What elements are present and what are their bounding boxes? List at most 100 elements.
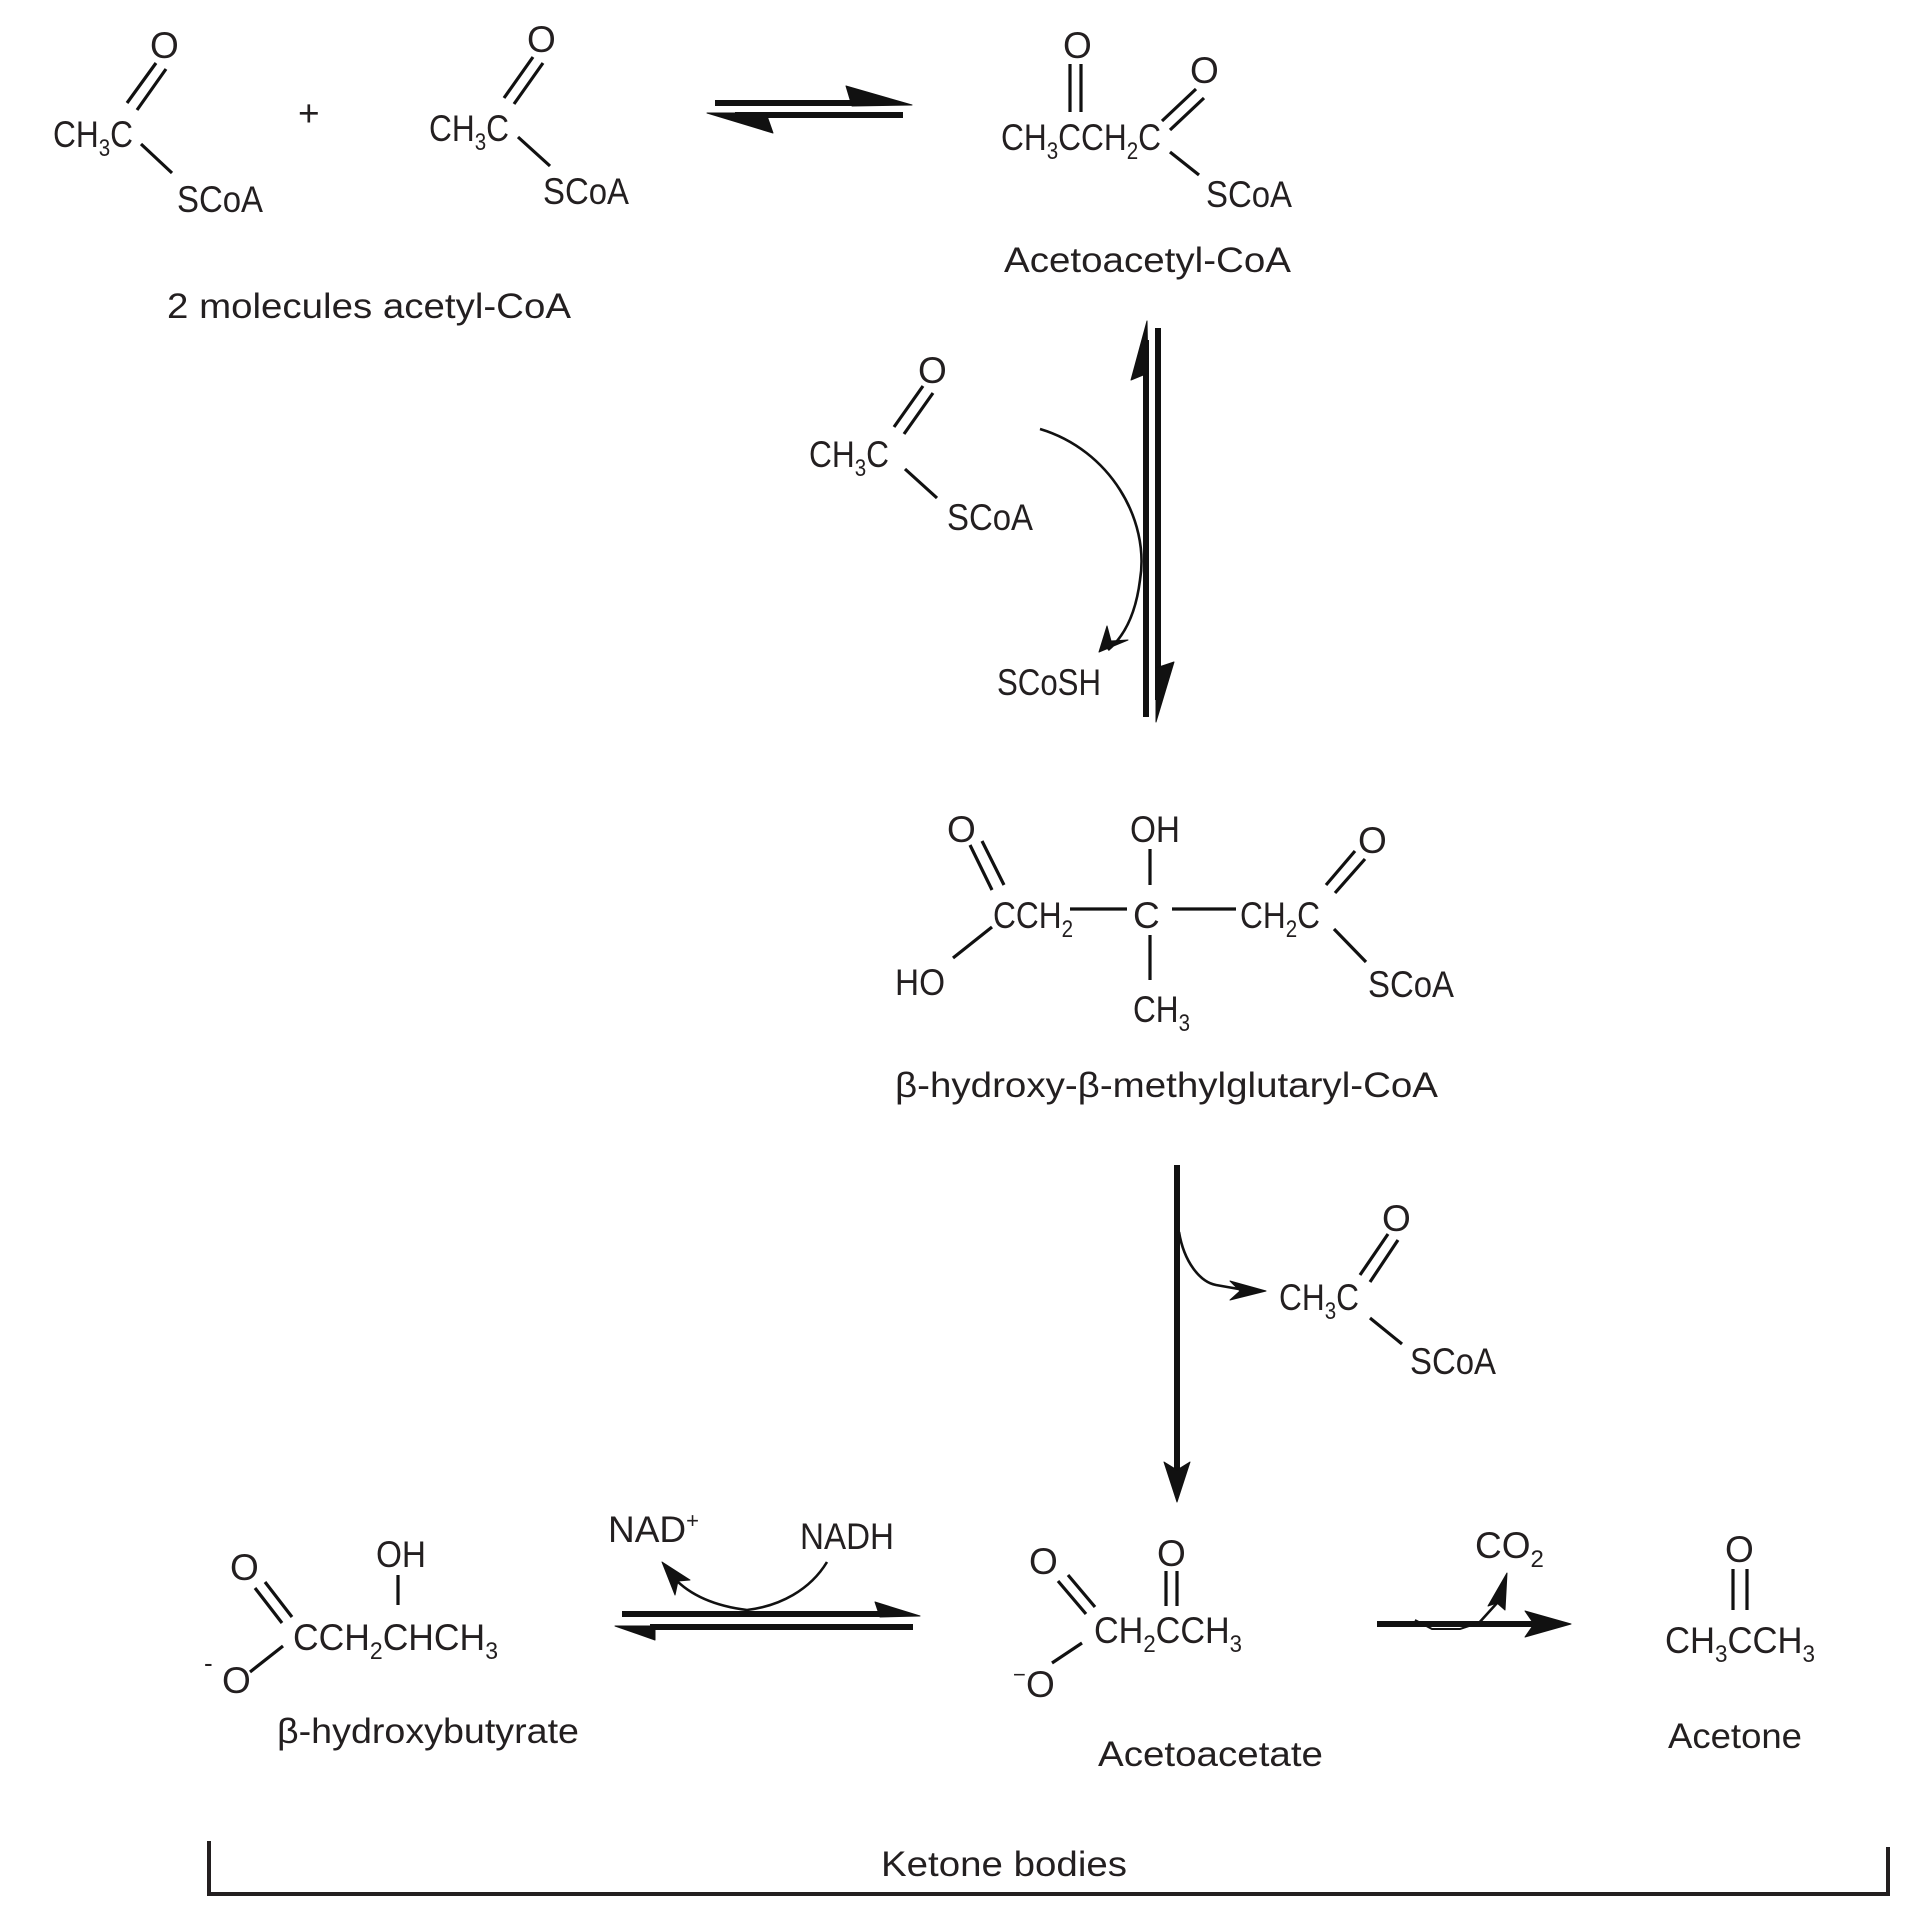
formula-subscript: 3 (99, 135, 110, 162)
double-bond-line (253, 1587, 284, 1624)
single-bond-line (952, 925, 993, 960)
reverse-arrowhead (1130, 320, 1149, 381)
double-bond-line (980, 840, 1006, 886)
acetoacetyl-coa-label: Acetoacetyl-CoA (1004, 241, 1292, 280)
single-bond-line (139, 142, 174, 175)
single-bond-line (903, 467, 939, 500)
acetoacetate-label: Acetoacetate (1098, 1735, 1323, 1774)
scoa-group: SCoA (1410, 1341, 1496, 1382)
formula-subscript: 3 (1715, 1641, 1727, 1668)
acetone-formula: CH3CCH3 (1665, 1620, 1815, 1668)
reactants-label: 2 molecules acetyl-CoA (167, 287, 572, 326)
formula-text: CH (1001, 117, 1047, 158)
curved-arrowhead (1229, 1280, 1267, 1301)
formula-subscript: 2 (370, 1638, 383, 1665)
acetyl-coa-molecule-4: O CH3C SCoA (1279, 1198, 1496, 1382)
equilibrium-arrow-thiolase (706, 85, 913, 134)
formula-subscript: 2 (1062, 916, 1073, 943)
reaction-arrow-decarboxylation: CO2 (1377, 1525, 1572, 1638)
ketone-bodies-bracket: Ketone bodies (207, 1841, 1890, 1896)
formula-text: CCH (1728, 1620, 1803, 1661)
acetoacetate-molecule: O O CH2CCH3 − O Acetoacetate (1013, 1533, 1323, 1774)
oxygen-atom-acid: O (947, 809, 976, 850)
formula-text: CCH (293, 1617, 370, 1658)
reaction-arrow-hmg-lyase (1163, 1165, 1267, 1503)
formula-text: NAD (608, 1509, 686, 1550)
double-bond-line (1324, 849, 1357, 887)
arrow-outline-detail (1414, 1619, 1479, 1630)
acetoacetate-formula: CH2CCH3 (1094, 1610, 1242, 1658)
central-carbon: C (1133, 895, 1160, 936)
formula-text: C (866, 434, 889, 475)
double-bond-line (1358, 1233, 1390, 1276)
oxygen-atom: O (918, 350, 947, 391)
scoa-group: SCoA (947, 497, 1033, 538)
reverse-arrowhead (614, 1625, 656, 1641)
oxygen-atom-thioester: O (1190, 50, 1219, 91)
curved-arrow-line (1177, 1231, 1251, 1293)
single-bond-line (1169, 150, 1200, 177)
acetyl-coa-molecule-2: O CH3C SCoA (429, 19, 629, 212)
reverse-arrowhead (706, 112, 774, 134)
beta-hydroxybutyrate-molecule: O OH CCH2CHCH3 - O β-hydroxybutyrate (204, 1534, 579, 1751)
forward-arrowhead (874, 1601, 921, 1618)
acetyl-formula: CH3C (429, 108, 509, 156)
oxygen-atom-keto: O (1157, 1533, 1186, 1574)
coenzyme-a-released: SCoSH (997, 662, 1101, 703)
oxygen-atom-thioester: O (1358, 820, 1387, 861)
formula-subscript: 2 (1143, 1631, 1155, 1658)
formula-text: CCH (1156, 1610, 1230, 1651)
formula-text: C (1297, 895, 1320, 936)
double-bond-line (902, 392, 935, 435)
acetoacetyl-coa-molecule: O O CH3CCH2C SCoA Acetoacetyl-CoA (1001, 25, 1292, 280)
cofactor-curved-arrow (673, 1561, 829, 1612)
formula-text: C (1138, 117, 1161, 158)
plus-sign: + (298, 93, 320, 134)
acetone-label: Acetone (1668, 1717, 1802, 1756)
formula-text: C (1336, 1277, 1359, 1318)
formula-subscript: 3 (475, 129, 486, 156)
curved-arrow-line (1039, 427, 1143, 651)
formula-text: CO (1475, 1525, 1531, 1566)
double-bond-line (968, 844, 994, 891)
formula-text: CH (1240, 895, 1286, 936)
formula-subscript: 2 (1531, 1546, 1544, 1573)
single-bond-line (1332, 927, 1368, 964)
oxygen-atom: O (1382, 1198, 1411, 1239)
beta-hydroxybutyrate-label: β-hydroxybutyrate (277, 1712, 579, 1751)
formula-subscript: 3 (1325, 1298, 1336, 1325)
double-bond-line (1066, 1573, 1097, 1609)
nadh-label: NADH (800, 1516, 894, 1557)
curved-arrow-acetyl-coa-in (1039, 427, 1143, 653)
scoa-group: SCoA (543, 171, 629, 212)
double-bond-line (1333, 857, 1367, 895)
single-bond-line (249, 1644, 284, 1674)
formula-text: CH (1665, 1620, 1715, 1661)
double-bond-line (135, 68, 168, 111)
oxygen-atom: O (1725, 1529, 1754, 1570)
hydroxybutyrate-formula: CCH2CHCH3 (293, 1617, 498, 1665)
oxygen-atom: O (150, 25, 179, 66)
formula-text: CH (1133, 989, 1179, 1030)
hmg-right-formula: CH2C (1240, 895, 1320, 943)
oxygen-atom-carboxyl: O (1029, 1541, 1058, 1582)
formula-subscript: 2 (1286, 916, 1297, 943)
equilibrium-arrow-hmg-synthase (1130, 320, 1175, 723)
formula-subscript: 2 (1127, 138, 1138, 165)
hydroxyl-group: OH (376, 1534, 426, 1575)
formula-subscript: 3 (1803, 1641, 1815, 1668)
forward-arrowhead (845, 85, 913, 107)
co2-branch-line (1477, 1602, 1498, 1625)
formula-subscript: 3 (1179, 1010, 1190, 1037)
double-bond-line (1368, 1239, 1400, 1283)
formula-text: CH (809, 434, 855, 475)
formula-subscript: 3 (1047, 138, 1058, 165)
negative-charge: − (1013, 1662, 1026, 1687)
double-bond-line (263, 1581, 294, 1618)
oxygen-anion: O (1026, 1664, 1055, 1705)
oxygen-atom: O (230, 1547, 259, 1588)
formula-subscript: 3 (855, 455, 866, 482)
acetyl-formula: CH3C (1279, 1277, 1359, 1325)
scoa-group: SCoA (1206, 174, 1292, 215)
